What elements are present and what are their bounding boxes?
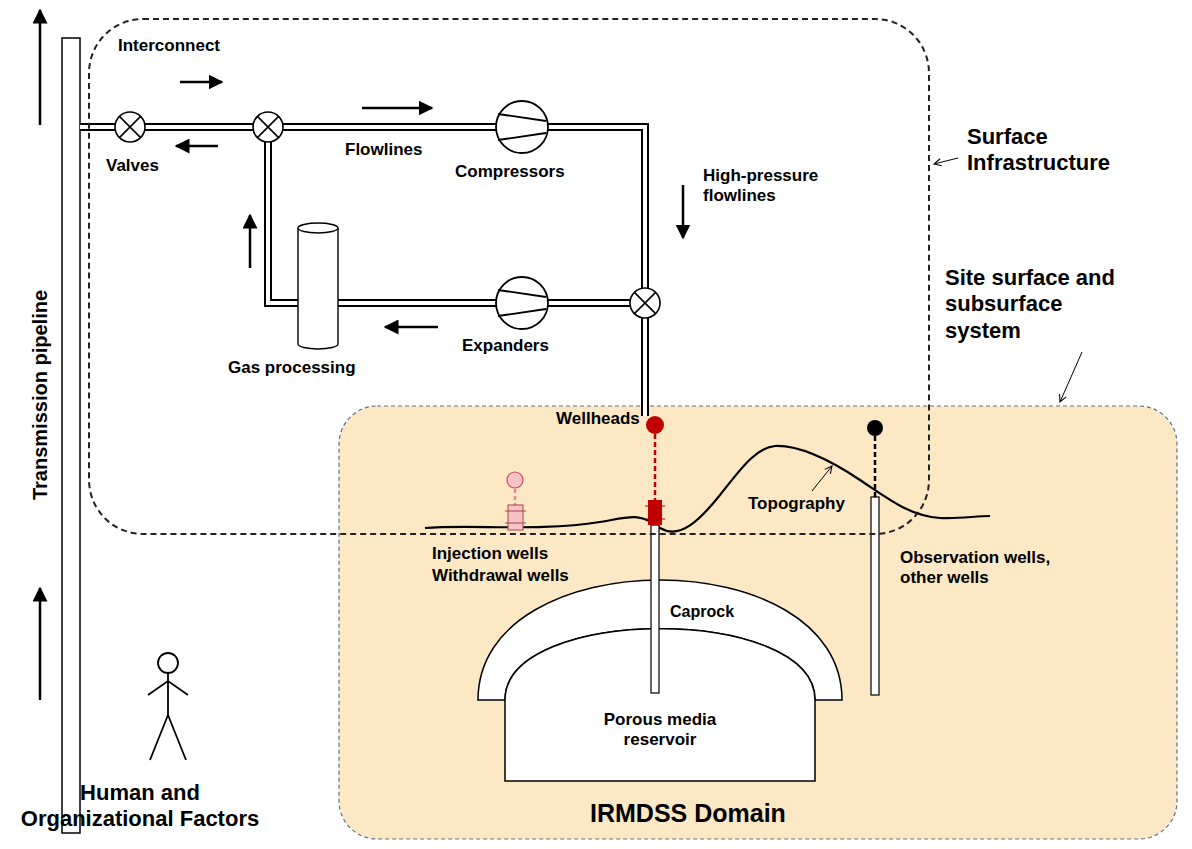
- wellhead-label: Wellheads: [556, 409, 640, 429]
- well-label: Observation wells, other wells: [900, 548, 1070, 589]
- res-outline: [505, 605, 815, 782]
- factors-label: Human and Organizational Factors: [12, 780, 268, 833]
- reservoir-body: Porous media reservoir: [505, 605, 815, 782]
- topography-label: Topography: [748, 494, 845, 514]
- gas-processing-vessel: [298, 223, 338, 349]
- pipeline-label: Transmission pipeline: [28, 290, 52, 500]
- cap-outline: [478, 580, 842, 700]
- reservoir-label: Porous media reservoir: [580, 710, 740, 751]
- well-label: Withdrawal wells: [432, 566, 569, 586]
- processing-label: Gas processing: [228, 358, 356, 378]
- site-system-region: Site surface and subsurface systemIRMDSS…: [338, 405, 1178, 840]
- valve-label: Valves: [106, 156, 159, 176]
- surface-infrastructure-region: Surface Infrastructure: [88, 18, 930, 535]
- expander-symbol: [496, 277, 548, 329]
- yellow-outline: [338, 405, 1178, 840]
- region-heading: Surface Infrastructure: [967, 124, 1127, 177]
- flowline-label: Flowlines: [345, 140, 422, 160]
- flowline-label: High-pressure flowlines: [703, 166, 828, 207]
- transmission-pipe: [62, 38, 80, 833]
- flowline-pipes: [80, 127, 645, 416]
- valve-symbols: [115, 112, 660, 318]
- caprock-label: Caprock: [670, 602, 734, 621]
- compressor-label: Compressors: [455, 162, 565, 182]
- person-figure: [148, 653, 188, 760]
- region-heading: Site surface and subsurface system: [945, 265, 1130, 344]
- caprock-layer: Caprock: [478, 580, 842, 700]
- expander-label: Expanders: [462, 336, 549, 356]
- interconnect-label: Interconnect: [118, 36, 220, 56]
- well-label: Injection wells: [432, 544, 548, 564]
- domain-title: IRMDSS Domain: [590, 798, 786, 828]
- compressor-symbol: [496, 101, 548, 153]
